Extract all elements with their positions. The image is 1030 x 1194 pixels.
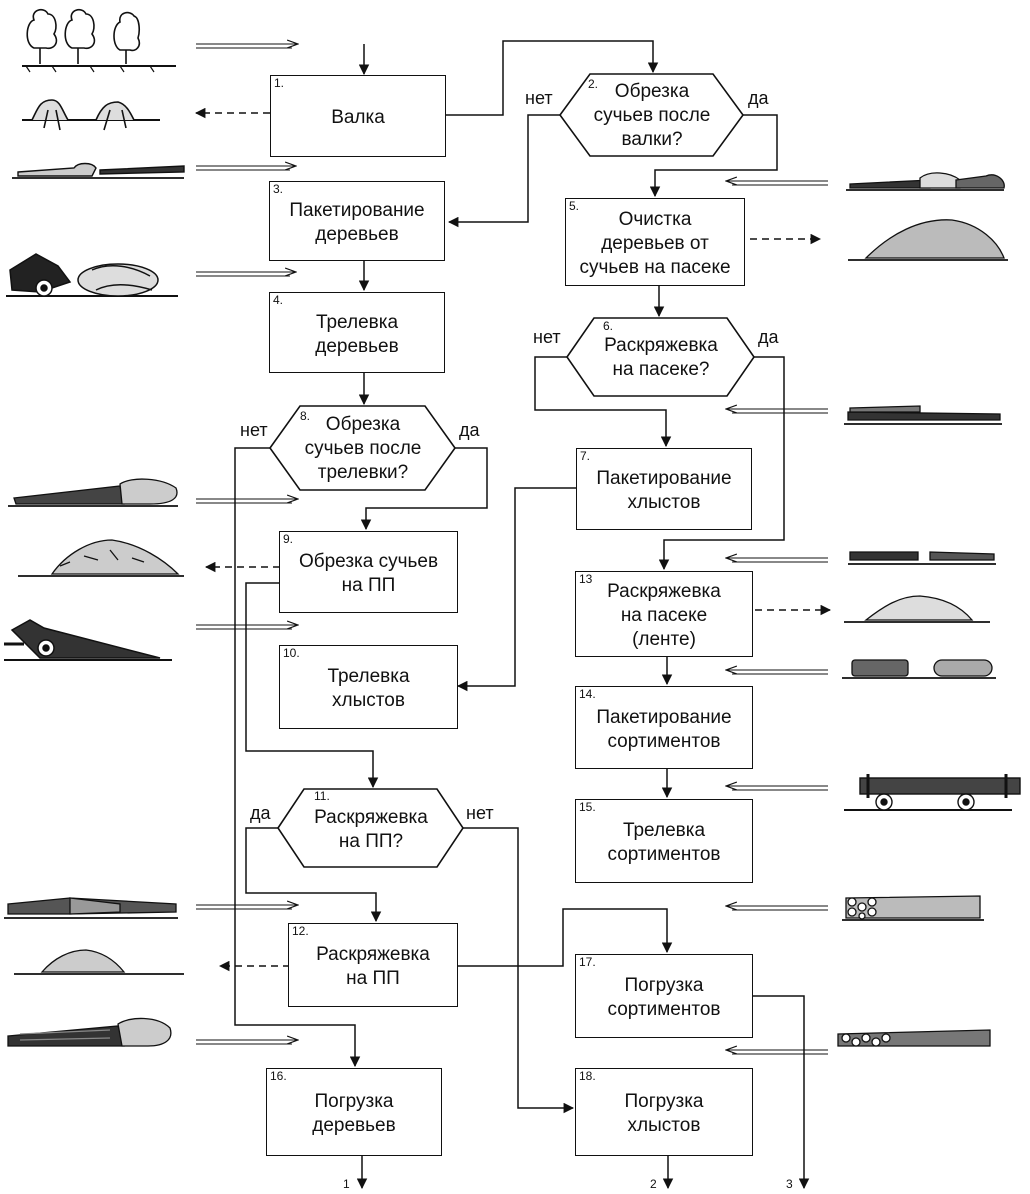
log-bundles-illustration (842, 659, 996, 679)
step-label: Погрузка деревьев (312, 1091, 396, 1136)
step-number: 13 (579, 572, 593, 586)
step-1-box: 1. Валка (270, 75, 446, 157)
trees-bundle-illustration (7, 1017, 172, 1047)
decision-number: 6. (603, 319, 614, 333)
decision-label: Раскряжевка на пасеке? (604, 335, 718, 380)
decision-label: Обрезка сучьев после валки? (593, 81, 711, 150)
step-number: 1. (274, 76, 285, 90)
step-3-box: 3. Пакетирование деревьев (269, 181, 445, 261)
step-number: 17. (579, 955, 596, 969)
step-number: 18. (579, 1069, 596, 1083)
input-arrows-right (726, 181, 828, 1055)
branch-no-label: нет (466, 803, 494, 823)
slash-pile-illustration (18, 539, 184, 577)
stumps-illustration (22, 99, 160, 131)
step-15-box: 15. Трелевка сортиментов (575, 799, 753, 883)
stems-with-crown-illustration (4, 897, 178, 919)
branch-yes-label: да (459, 420, 480, 440)
branch-no-label: нет (240, 420, 268, 440)
step-number: 7. (580, 449, 591, 463)
step-number: 10. (283, 646, 300, 660)
log-stack-illustration (842, 895, 984, 921)
output-1-label: 1 (343, 1177, 350, 1191)
branches-pile-illustration (14, 949, 184, 975)
step-label: Очистка деревьев от сучьев на пасеке (579, 209, 731, 278)
decision-2-text: Обрезка сучьев после валки? (586, 78, 718, 154)
output-3-label: 3 (786, 1177, 793, 1191)
decision-6-text: Раскряжевка на пасеке? (592, 326, 730, 390)
step-number: 15. (579, 800, 596, 814)
step-12-box: 12. Раскряжевка на ПП (288, 923, 458, 1007)
step-label: Обрезка сучьев на ПП (298, 551, 439, 596)
branch-no-label: нет (533, 327, 561, 347)
step-label: Погрузка сортиментов (607, 975, 721, 1020)
step-label: Погрузка хлыстов (624, 1091, 704, 1136)
step-label: Раскряжевка на ПП (316, 944, 430, 989)
step-label: Пакетирование хлыстов (596, 468, 732, 513)
output-2-label: 2 (650, 1177, 657, 1191)
step-label: Пакетирование деревьев (289, 200, 425, 245)
step-number: 12. (292, 924, 309, 938)
decision-number: 2. (588, 77, 599, 91)
decision-11-text: Раскряжевка на ПП? (302, 798, 440, 862)
step-number: 16. (270, 1069, 287, 1083)
skidder-trees-illustration (6, 253, 178, 297)
slash-heap-illustration (848, 219, 1008, 261)
felled-trees-illustration (12, 162, 185, 179)
step-9-box: 9. Обрезка сучьев на ПП (279, 531, 458, 613)
step-7-box: 7. Пакетирование хлыстов (576, 448, 752, 530)
step-label: Трелевка хлыстов (327, 666, 410, 711)
step-13-box: 13 Раскряжевка на пасеке (ленте) (575, 571, 753, 657)
step-number: 14. (579, 687, 596, 701)
decision-8-text: Обрезка сучьев после трелевки? (296, 410, 430, 488)
step-label: Раскряжевка на пасеке (ленте) (607, 581, 721, 650)
skidder-stems-illustration (4, 619, 172, 661)
dashed-arrows (194, 107, 832, 972)
step-label: Трелевка сортиментов (607, 820, 721, 865)
connectors (234, 40, 810, 1190)
logs-on-ground-illustration (844, 405, 1002, 425)
step-16-box: 16. Погрузка деревьев (266, 1068, 442, 1156)
delimbed-trees-illustration (846, 172, 1005, 191)
bucked-logs-illustration (848, 551, 996, 565)
step-5-box: 5. Очистка деревьев от сучьев на пасеке (565, 198, 745, 286)
step-4-box: 4. Трелевка деревьев (269, 292, 445, 373)
branch-yes-label: да (250, 803, 271, 823)
log-pile-loading-illustration (837, 1029, 991, 1047)
decision-label: Обрезка сучьев после трелевки? (304, 414, 422, 483)
step-17-box: 17. Погрузка сортиментов (575, 954, 753, 1038)
step-10-box: 10. Трелевка хлыстов (279, 645, 458, 729)
step-number: 5. (569, 199, 580, 213)
step-label: Трелевка деревьев (315, 311, 399, 357)
step-number: 3. (273, 182, 284, 196)
sawdust-pile-illustration (844, 595, 990, 623)
decision-number: 11. (314, 789, 330, 803)
trees-standing-illustration (22, 8, 176, 73)
decision-label: Раскряжевка на ПП? (314, 807, 428, 852)
step-number: 4. (273, 293, 284, 307)
decision-number: 8. (300, 409, 311, 423)
step-label: Валка (331, 107, 385, 128)
branch-yes-label: да (748, 88, 769, 108)
step-18-box: 18. Погрузка хлыстов (575, 1068, 753, 1156)
step-label: Пакетирование сортиментов (596, 706, 732, 752)
tree-bundle-illustration (8, 478, 178, 507)
step-number: 9. (283, 532, 294, 546)
forwarder-illustration (844, 774, 1021, 811)
input-arrows-left (196, 44, 298, 1045)
branch-yes-label: да (758, 327, 779, 347)
branch-no-label: нет (525, 88, 553, 108)
step-14-box: 14. Пакетирование сортиментов (575, 686, 753, 769)
